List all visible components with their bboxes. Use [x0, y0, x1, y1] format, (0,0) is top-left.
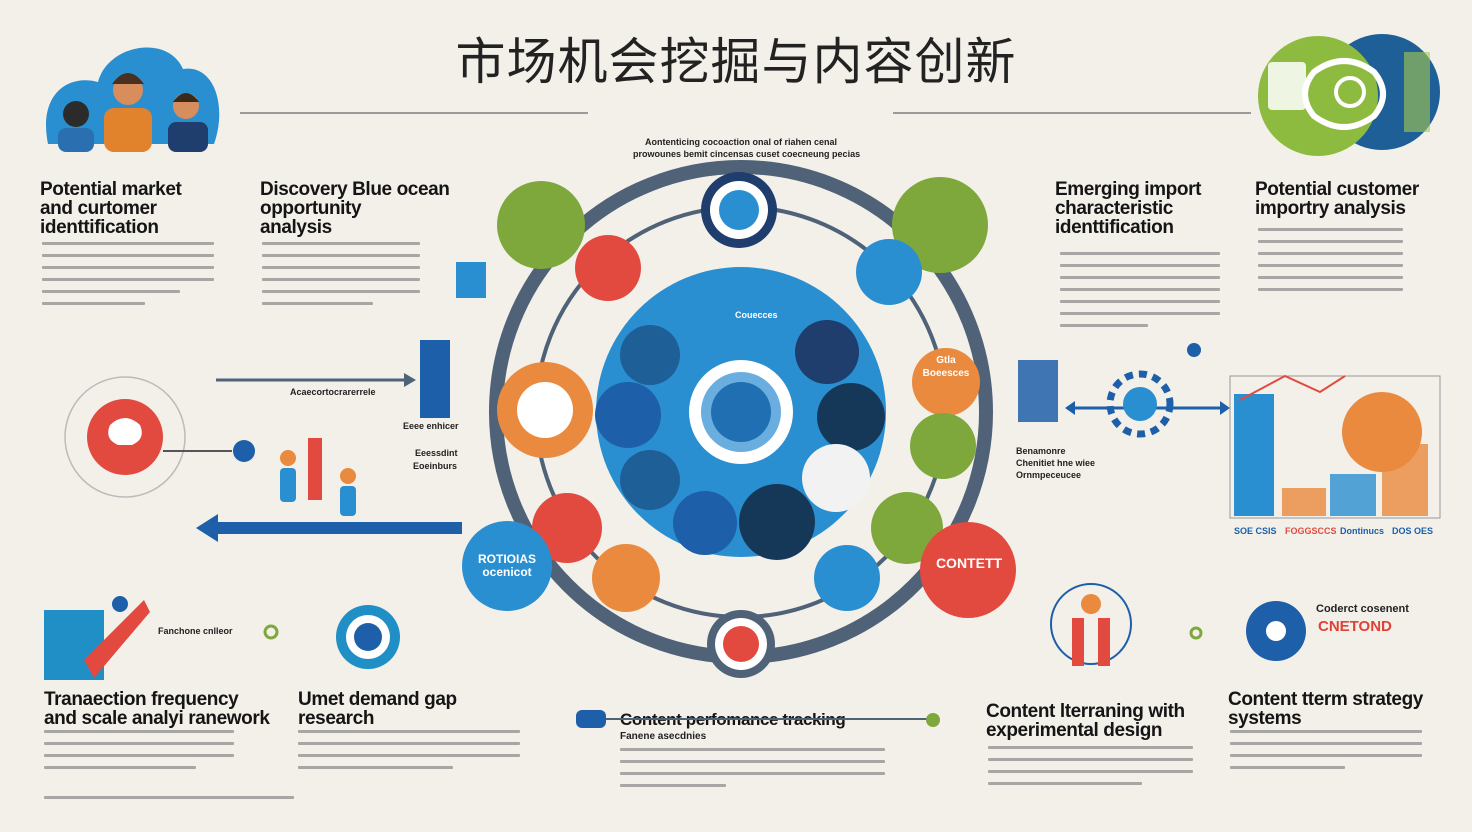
right-node-label: CONTETT	[935, 555, 1003, 571]
flow-left-label: Acaecortocrarerrele	[290, 387, 376, 397]
unmet-demand-text	[298, 730, 520, 778]
left-node-label: ROTIOIAS ocenicot	[477, 552, 536, 579]
transaction-text	[44, 730, 234, 778]
center-caption-line-1: Aontenticing cocoaction onal of riahen c…	[645, 137, 838, 147]
bar-axis-label-2: FOGGSCCS	[1285, 526, 1337, 536]
brand-small: Coderct cosenent	[1316, 603, 1409, 615]
right-mid-label-c: Ornmpeceucee	[1016, 470, 1082, 480]
emerging-title: Emerging import characteristic identtifi…	[1055, 179, 1202, 238]
emerging-text	[1060, 252, 1220, 336]
title-rule-left	[240, 112, 588, 114]
content-performance-text	[620, 748, 885, 796]
handshake-icon	[44, 596, 150, 680]
potential-customer-title: Potential customer importry analysis	[1255, 179, 1419, 219]
footer-note	[44, 796, 294, 808]
right-mid-label-a: Benamonre	[1016, 446, 1066, 456]
people-teamwork-icon	[280, 438, 356, 516]
tech-label-a: Eeee enhicer	[403, 421, 459, 431]
bar-axis-label-1: SOE CSIS	[1234, 526, 1277, 536]
page-title: 市场机会挖掘与内容创新	[455, 33, 1017, 91]
content-iteration-title: Content lterraning with experimental des…	[986, 701, 1185, 741]
center-caption-line-2: prowounes bemit cincensas cuset coecneun…	[633, 149, 861, 159]
content-strategy-title: Content tterm strategy systems	[1228, 689, 1423, 729]
brand-big: CNETOND	[1318, 618, 1392, 635]
blue-ocean-text	[262, 242, 420, 314]
bar-axis-label-3: Dontinucs	[1340, 526, 1384, 536]
potential-market-title: Potential market and curtomer identtific…	[40, 179, 182, 238]
brain-globe-icon	[1258, 34, 1440, 156]
title-rule-right	[893, 112, 1251, 114]
content-performance-subtitle: Fanene asecdnies	[620, 731, 707, 742]
tech-label-b: Eeessdint	[415, 448, 458, 458]
content-iteration-text	[988, 746, 1193, 794]
handshake-label: Fanchone cnlleor	[158, 626, 233, 636]
people-team-icon	[46, 47, 220, 152]
right-mid-label-b: Chenitiet hne wiee	[1016, 458, 1096, 468]
potential-market-text	[42, 242, 214, 314]
blue-ocean-title: Discovery Blue ocean opportunity analysi…	[260, 179, 450, 238]
core-label: Couecces	[735, 310, 778, 320]
transaction-title: Tranaection frequency and scale analyi r…	[44, 689, 270, 729]
experiment-icon	[1050, 583, 1132, 666]
content-strategy-text	[1230, 730, 1422, 778]
right-upper-node-label: Gtla Boeesces	[922, 355, 970, 379]
unmet-demand-title: Umet demand gap research	[298, 689, 457, 729]
tech-label-c: Eoeinburs	[413, 461, 458, 471]
bar-axis-label-4: DOS OES	[1392, 526, 1434, 536]
potential-customer-text	[1258, 228, 1403, 300]
